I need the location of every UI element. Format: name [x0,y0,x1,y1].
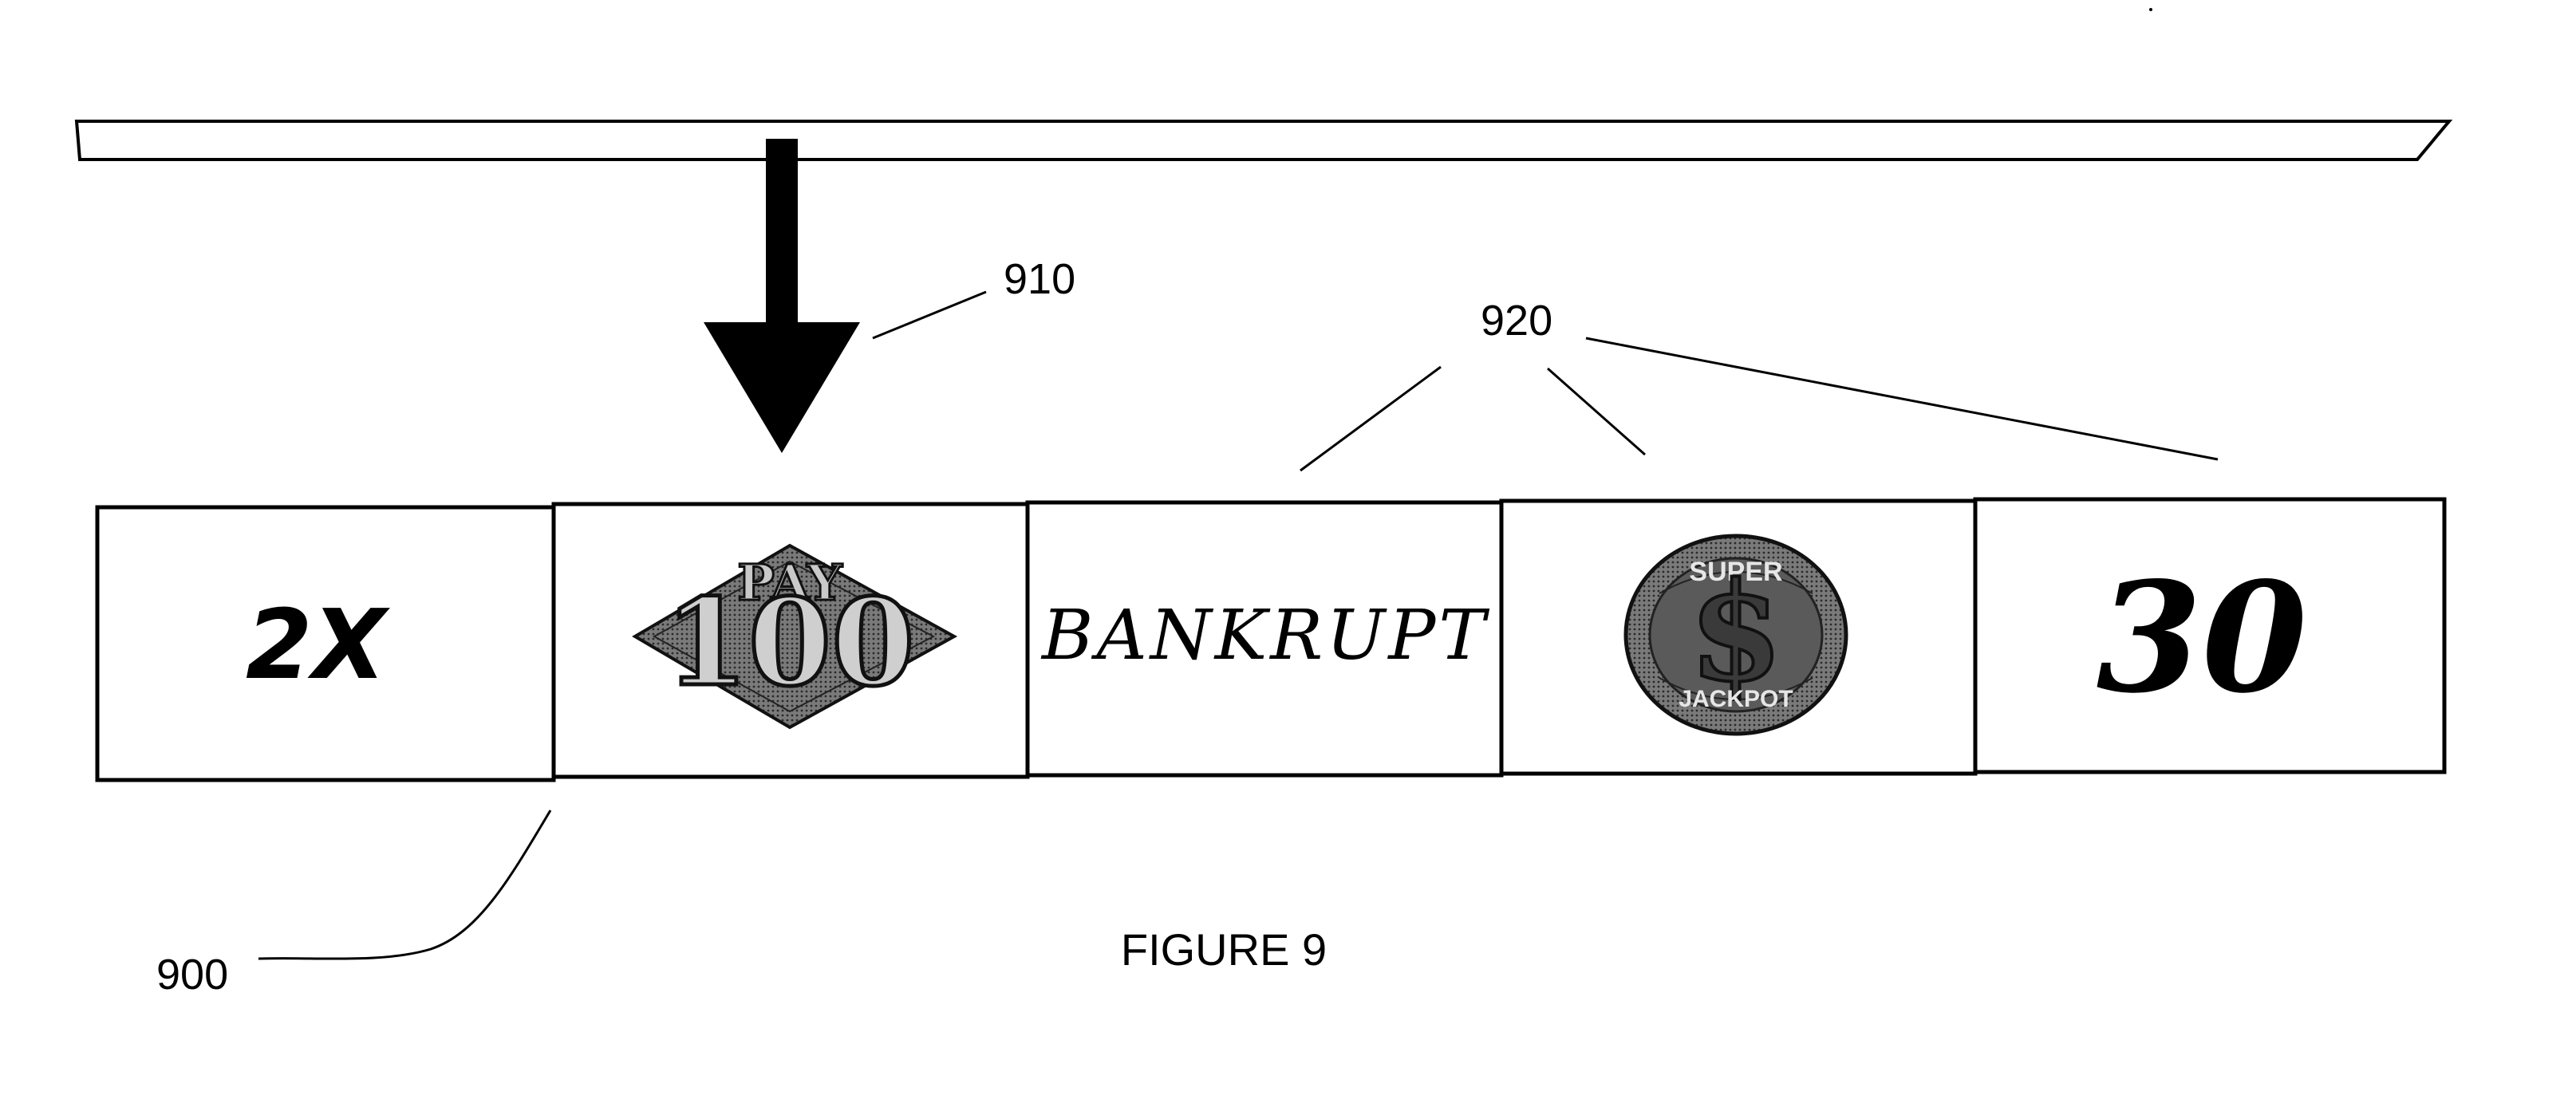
super-jackpot-dollar-label: $ [1689,553,1783,712]
symbol-30-label: 30 [2097,549,2307,727]
super-jackpot-top-label: SUPER [1689,557,1782,587]
leader-line-900 [258,810,552,960]
pay-100-top-label: PAY [737,554,842,612]
reel-strip: 2X PAY 100 BANKRUPT SUPER $ JACKPOT 30 [95,497,2447,782]
symbol-cell-bankrupt [1025,500,1504,778]
pay-100-icon: PAY 100 [632,543,958,730]
symbol-2x-label: 2X [246,590,390,701]
pointer-arrow [704,139,860,453]
super-jackpot-icon: SUPER $ JACKPOT [1623,534,1848,736]
leader-line-910 [872,290,987,340]
ref-numeral-920: 920 [1481,297,1552,345]
ref-numeral-910: 910 [1004,255,1075,303]
pointer-rail [74,120,2453,161]
super-jackpot-bottom-label: JACKPOT [1679,686,1793,712]
scan-speck [2149,8,2152,11]
figure-caption: FIGURE 9 [1121,924,1327,975]
symbol-cell-30 [1973,497,2447,774]
leader-line-920-b [1547,367,1646,456]
pay-100-main-label: 100 [665,573,914,713]
leader-line-920-c [1585,337,2219,461]
ref-numeral-900: 900 [156,951,228,999]
symbol-bankrupt-label: BANKRUPT [1040,596,1490,676]
leader-line-920-a [1300,365,1442,472]
symbol-cell-2x [95,505,556,782]
